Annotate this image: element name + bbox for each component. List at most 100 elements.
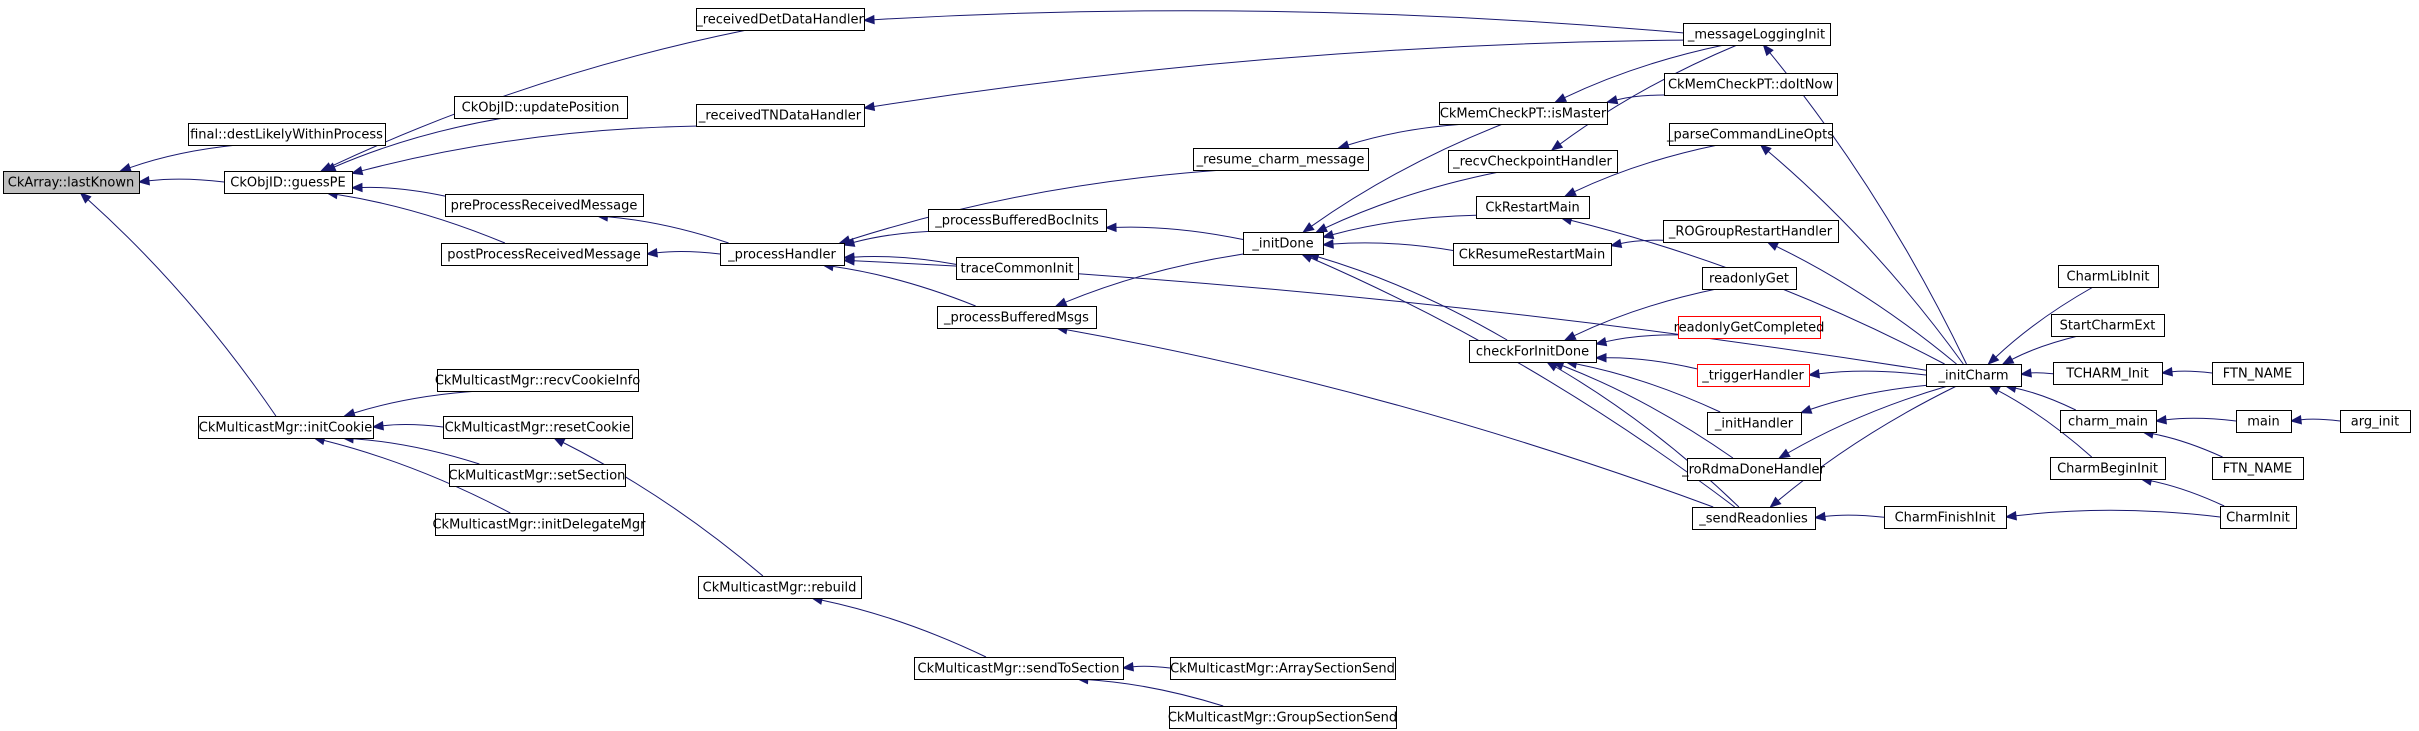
node-preProc[interactable]: preProcessReceivedMessage xyxy=(445,194,644,217)
node-label: CkArray::lastKnown xyxy=(8,176,134,191)
node-setSection[interactable]: CkMulticastMgr::setSection xyxy=(449,464,626,487)
node-label: _initCharm xyxy=(1937,369,2008,384)
node-resetCookie[interactable]: CkMulticastMgr::resetCookie xyxy=(443,416,633,439)
edge-line xyxy=(1065,253,1244,303)
arrowhead-icon xyxy=(1799,404,1813,414)
node-groupSectionSend[interactable]: CkMulticastMgr::GroupSectionSend xyxy=(1168,706,1397,729)
edge-resetCookie-to-initCookie xyxy=(371,421,444,431)
arrowhead-icon xyxy=(1769,496,1782,508)
node-charmMain[interactable]: charm_main xyxy=(2060,410,2157,433)
edge-line xyxy=(821,599,987,658)
node-box xyxy=(2220,506,2297,529)
arrowhead-icon xyxy=(645,248,658,258)
node-box xyxy=(1678,316,1821,339)
node-box xyxy=(1663,220,1839,243)
node-triggerHandler[interactable]: _triggerHandler xyxy=(1697,364,1810,387)
node-destLikely[interactable]: final::destLikelyWithinProcess xyxy=(188,123,386,146)
edge-rebuild-to-resetCookie xyxy=(552,437,764,577)
edge-guessPE-to-lastKnown xyxy=(137,176,225,186)
node-box xyxy=(1669,123,1833,146)
node-label: CkMulticastMgr::setSection xyxy=(449,469,626,484)
arrowhead-icon xyxy=(1315,223,1328,233)
edge-msgLogInit-to-recvDet xyxy=(862,10,1684,34)
node-charmLibInit[interactable]: CharmLibInit xyxy=(2058,265,2159,288)
node-ftnName1[interactable]: FTN_NAME xyxy=(2212,362,2304,385)
node-recvDet[interactable]: _receivedDetDataHandler xyxy=(695,8,865,31)
arrowhead-icon xyxy=(2289,415,2302,425)
edge-line xyxy=(2171,370,2213,374)
node-initCharm[interactable]: _initCharm xyxy=(1926,364,2022,387)
edge-line xyxy=(361,186,446,197)
edge-line xyxy=(1564,44,1725,99)
node-initDelegateMgr[interactable]: CkMulticastMgr::initDelegateMgr xyxy=(432,513,646,536)
node-processHandler[interactable]: _processHandler xyxy=(720,243,845,266)
node-label: CkRestartMain xyxy=(1485,201,1579,216)
arrowhead-icon xyxy=(1564,187,1577,197)
node-restartMain[interactable]: CkRestartMain xyxy=(1476,196,1590,219)
node-sendToSection[interactable]: CkMulticastMgr::sendToSection xyxy=(914,657,1124,680)
node-recvCookieInfo[interactable]: CkMulticastMgr::recvCookieInfo xyxy=(435,369,640,392)
node-charmInit[interactable]: CharmInit xyxy=(2220,506,2297,529)
edge-resumeRestart-to-initDone xyxy=(1321,239,1454,251)
node-main[interactable]: main xyxy=(2236,410,2292,433)
node-procBufMsgs[interactable]: _processBufferedMsgs xyxy=(937,306,1097,329)
node-box xyxy=(2051,314,2165,337)
node-charmFinishInit[interactable]: CharmFinishInit xyxy=(1884,506,2007,529)
node-roGroup[interactable]: _ROGroupRestartHandler xyxy=(1663,220,1839,243)
edge-line xyxy=(562,442,764,577)
node-recvTN[interactable]: _receivedTNDataHandler xyxy=(696,104,865,127)
node-label: CkMulticastMgr::GroupSectionSend xyxy=(1168,711,1397,726)
node-charmBeginInit[interactable]: CharmBeginInit xyxy=(2050,457,2166,480)
node-box xyxy=(2060,410,2157,433)
node-label: CkResumeRestartMain xyxy=(1459,248,1606,263)
node-resumeRestart[interactable]: CkResumeRestartMain xyxy=(1453,243,1612,266)
edge-line xyxy=(353,390,479,414)
edge-restartMain-to-initDone xyxy=(1321,214,1477,240)
arrowhead-icon xyxy=(862,14,875,25)
node-box xyxy=(1243,232,1324,255)
node-initDone[interactable]: _initDone xyxy=(1243,232,1324,255)
node-label: readonlyGetCompleted xyxy=(1674,321,1825,336)
node-label: CkMulticastMgr::rebuild xyxy=(703,581,857,596)
node-initHandler[interactable]: _initHandler xyxy=(1707,412,1802,435)
node-traceCommon[interactable]: traceCommonInit xyxy=(956,257,1079,280)
edge-layer xyxy=(79,10,2341,707)
node-readonlyGet[interactable]: readonlyGet xyxy=(1702,267,1797,290)
node-updatePosition[interactable]: CkObjID::updatePosition xyxy=(454,96,628,119)
node-guessPE[interactable]: CkObjID::guessPE xyxy=(224,171,353,194)
edge-line xyxy=(382,424,444,428)
node-arraySectionSend[interactable]: CkMulticastMgr::ArraySectionSend xyxy=(1170,657,1396,680)
edge-line xyxy=(148,178,225,183)
edge-procBufBoc-to-processHandler xyxy=(842,230,942,247)
node-box xyxy=(198,416,374,439)
node-label: final::destLikelyWithinProcess xyxy=(190,128,383,143)
node-msgLogInit[interactable]: _messageLoggingInit xyxy=(1683,23,1831,46)
node-doItNow[interactable]: CkMemCheckPT::doItNow xyxy=(1664,73,1838,96)
node-roRdma[interactable]: _roRdmaDoneHandler xyxy=(1681,458,1826,481)
node-argInit[interactable]: arg_init xyxy=(2340,410,2411,433)
node-label: postProcessReceivedMessage xyxy=(447,248,641,263)
node-postProc[interactable]: postProcessReceivedMessage xyxy=(441,243,648,266)
edge-line xyxy=(323,439,511,514)
node-ftnName2[interactable]: FTN_NAME xyxy=(2212,457,2304,480)
edge-processHandler-to-postProc xyxy=(645,248,721,258)
node-readonlyGetCompleted[interactable]: readonlyGetCompleted xyxy=(1674,316,1825,339)
node-isMaster[interactable]: CkMemCheckPT::isMaster xyxy=(1439,102,1608,125)
node-recvCkpt[interactable]: _recvCheckpointHandler xyxy=(1448,150,1618,173)
edge-initCharm-to-roGroup xyxy=(1766,241,1957,365)
node-checkForInit[interactable]: checkForInitDone xyxy=(1469,340,1597,363)
node-parseCmd[interactable]: _parseCommandLineOpts xyxy=(1666,123,1834,146)
node-tcharmInit[interactable]: TCHARM_Init xyxy=(2053,362,2163,385)
node-resumeCharm[interactable]: _resume_charm_message xyxy=(1193,148,1369,171)
edge-line xyxy=(1555,366,1740,508)
node-box xyxy=(2212,457,2304,480)
node-box xyxy=(1469,340,1597,363)
node-procBufBoc[interactable]: _processBufferedBocInits xyxy=(928,209,1107,232)
node-rebuild[interactable]: CkMulticastMgr::rebuild xyxy=(698,576,862,599)
node-startCharmExt[interactable]: StartCharmExt xyxy=(2051,314,2165,337)
arrowhead-icon xyxy=(1337,140,1350,150)
edge-line xyxy=(2030,372,2054,375)
node-sendReadonlies[interactable]: _sendReadonlies xyxy=(1692,507,1816,530)
node-box xyxy=(1170,657,1396,680)
node-initCookie[interactable]: CkMulticastMgr::initCookie xyxy=(198,416,374,439)
